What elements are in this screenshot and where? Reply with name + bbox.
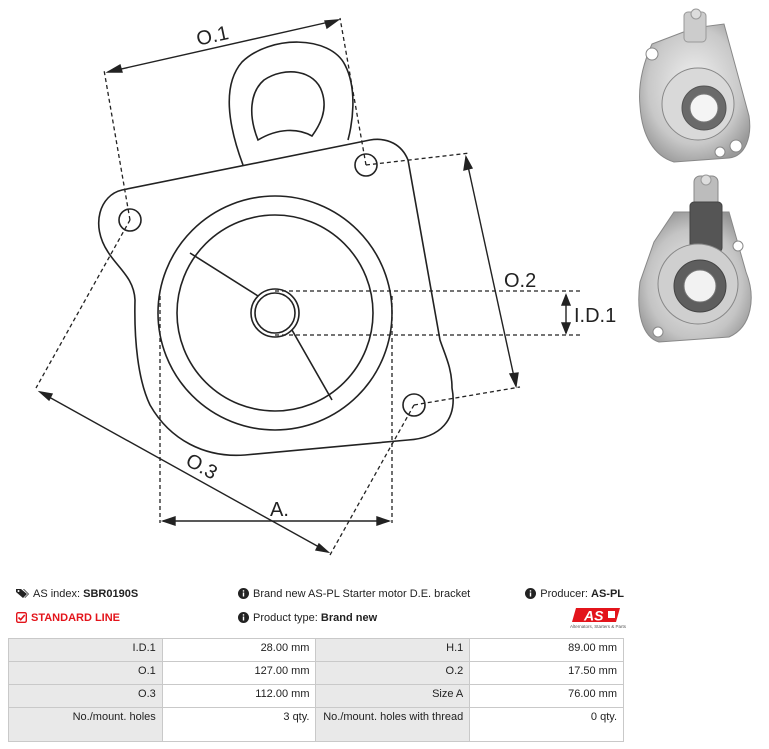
spec-label: O.1	[8, 661, 163, 685]
standard-line-badge: STANDARD LINE	[16, 609, 120, 627]
standard-line-text: STANDARD LINE	[31, 612, 121, 624]
table-row: O.3 112.00 mm Size A 76.00 mm	[8, 684, 624, 708]
label-a: A.	[270, 499, 289, 521]
product-type-value: Brand new	[320, 612, 378, 624]
product-photo-back	[638, 174, 752, 343]
center-hub-outer	[250, 288, 300, 338]
logo-subtitle: Alternators, Starters & Parts	[569, 624, 626, 629]
table-row: I.D.1 28.00 mm H.1 89.00 mm	[8, 638, 624, 662]
spec-label: I.D.1	[8, 638, 163, 662]
spec-value: 76.00 mm	[469, 684, 624, 708]
spec-label: H.1	[315, 638, 471, 662]
producer-value: AS-PL	[591, 588, 624, 600]
bore-inner	[176, 214, 374, 412]
checkbox-checked-icon	[16, 612, 27, 623]
product-type: Product type: Brand new	[238, 609, 377, 627]
producer: Producer: AS-PL	[525, 585, 624, 603]
spec-label: Size A	[315, 684, 471, 708]
spec-label: O.2	[315, 661, 471, 685]
mount-hole-top	[354, 153, 378, 177]
info-icon	[238, 588, 249, 599]
mount-hole-left	[118, 208, 142, 232]
as-logo-mark: AS	[572, 608, 620, 624]
table-row: No./mount. holes 3 qty. No./mount. holes…	[8, 707, 624, 742]
info-icon	[238, 612, 249, 623]
bracket-outline	[98, 138, 454, 457]
top-lug-outline	[228, 41, 354, 166]
sector-cut	[189, 252, 333, 401]
center-hub-inner	[254, 292, 296, 334]
product-description: Brand new AS-PL Starter motor D.E. brack…	[238, 585, 470, 603]
tags-icon	[16, 589, 29, 598]
table-row: O.1 127.00 mm O.2 17.50 mm	[8, 661, 624, 685]
as-index-value: SBR0190S	[83, 588, 139, 600]
spec-value: 127.00 mm	[161, 661, 317, 685]
spec-value: 3 qty.	[161, 707, 317, 742]
spec-label: No./mount. holes	[8, 707, 163, 742]
spec-value: 112.00 mm	[161, 684, 317, 708]
info-row-2: STANDARD LINE Product type: Brand new	[14, 609, 626, 627]
description-text: Brand new AS-PL Starter motor D.E. brack…	[253, 588, 471, 600]
spec-label: No./mount. holes with thread	[315, 707, 471, 742]
as-index: AS index: SBR0190S	[16, 585, 138, 603]
bore-outer	[157, 195, 393, 431]
as-index-label: AS index:	[33, 588, 81, 600]
specs-table: I.D.1 28.00 mm H.1 89.00 mm O.1 127.00 m…	[8, 638, 624, 742]
spec-value: 89.00 mm	[469, 638, 624, 662]
as-pl-logo: AS Alternators, Starters & Parts	[560, 606, 626, 632]
label-id1: I.D.1	[574, 305, 616, 327]
product-photo-front	[639, 8, 751, 163]
info-row-1: AS index: SBR0190S Brand new AS-PL Start…	[14, 585, 626, 603]
label-o1: O.1	[195, 22, 231, 50]
svg-text:AS: AS	[583, 608, 604, 624]
label-o2: O.2	[504, 270, 536, 292]
spec-value: 17.50 mm	[469, 661, 624, 685]
product-type-label: Product type:	[253, 612, 318, 624]
spec-value: 28.00 mm	[161, 638, 317, 662]
top-lug-inner	[250, 71, 325, 142]
info-icon	[525, 588, 537, 599]
technical-drawing: O.1 O.2 O.3 I.D.1 A.	[35, 17, 616, 556]
label-o3: O.3	[182, 449, 221, 484]
mount-hole-bottom	[402, 393, 426, 417]
producer-label: Producer:	[540, 588, 588, 600]
spec-label: O.3	[8, 684, 163, 708]
spec-value: 0 qty.	[469, 707, 624, 742]
